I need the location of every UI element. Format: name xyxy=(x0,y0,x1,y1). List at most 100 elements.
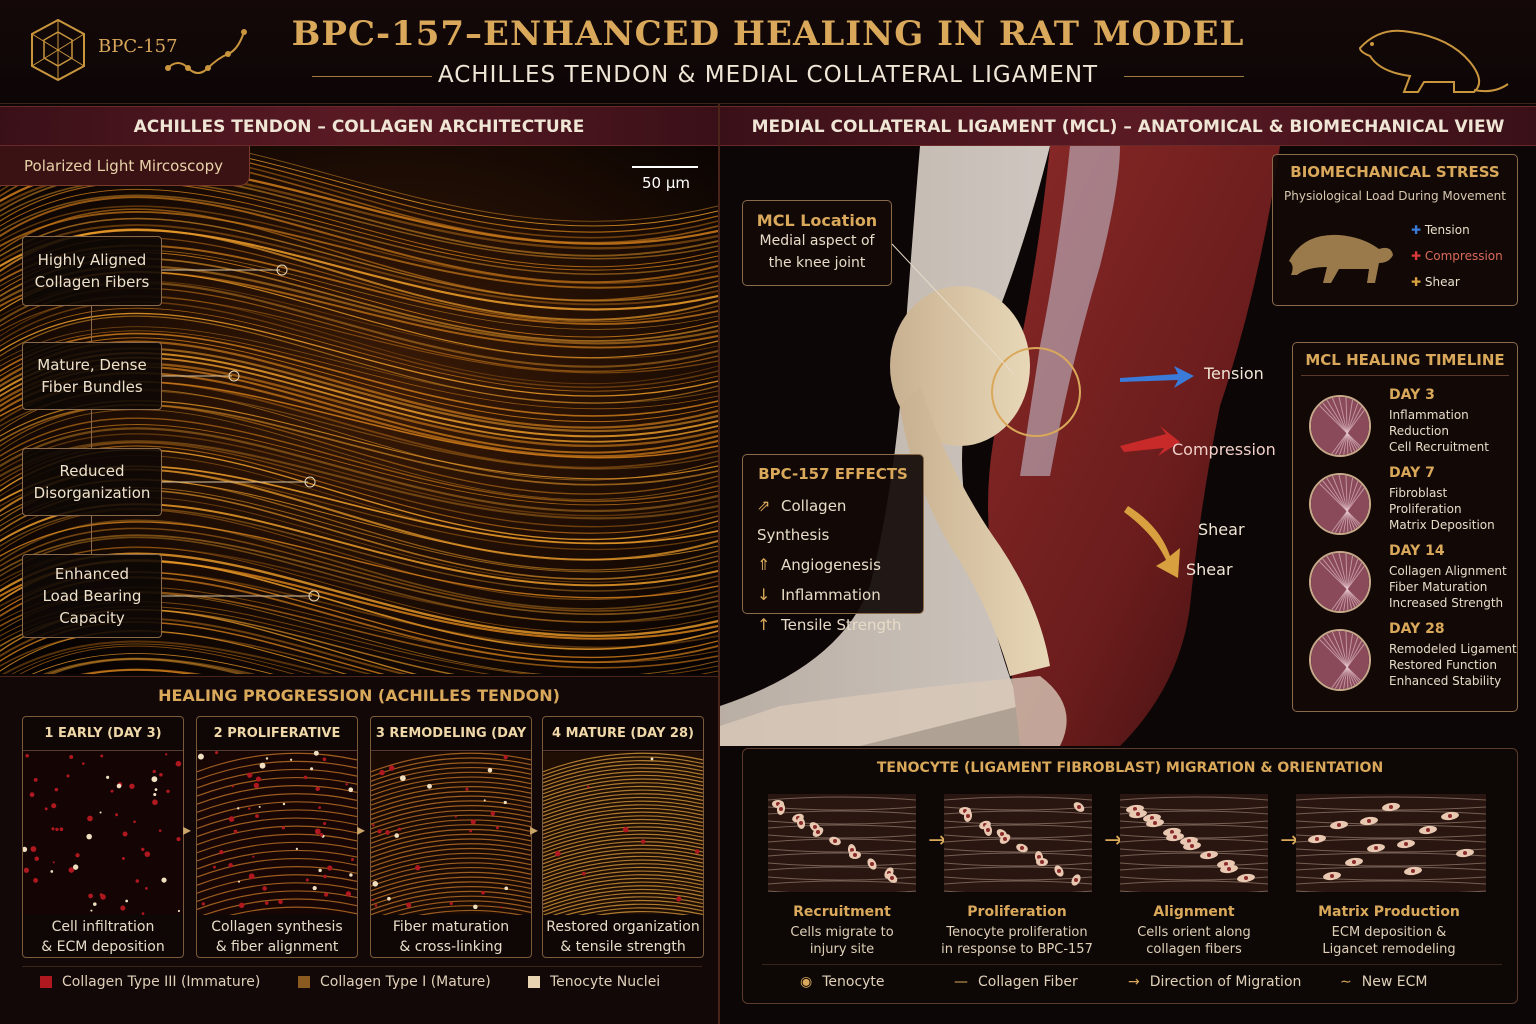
stage-caption: Fiber maturation& cross-linking xyxy=(392,919,510,955)
timeline-day-detail: Inflammation xyxy=(1389,408,1469,422)
stress-title: BIOMECHANICAL STRESS xyxy=(1290,163,1500,181)
stage-arrow-icon: ▸ xyxy=(183,820,192,839)
mcl-location-text: Medial aspect of xyxy=(759,233,875,249)
force-label-compression: Compression xyxy=(1172,440,1276,459)
collagen-icon: ⇗ xyxy=(757,496,771,515)
effect-inflammation: ↓Inflammation xyxy=(757,580,909,610)
timeline-day-detail: Proliferation xyxy=(1389,502,1462,516)
timeline-histology-image xyxy=(1309,473,1371,535)
fiber-line-icon: — xyxy=(954,974,968,990)
microscopy-label: Polarized Light Mircoscopy xyxy=(0,146,250,186)
tenocyte-legend-item: ∼New ECM xyxy=(1340,974,1428,990)
tenocyte-step-description: Ligancet remodeling xyxy=(1322,942,1456,957)
tenocyte-step-description: Tenocyte proliferation xyxy=(946,925,1088,940)
force-label-tension: Tension xyxy=(1204,364,1264,383)
right-panel-title: MEDIAL COLLATERAL LIGAMENT (MCL) – ANATO… xyxy=(720,106,1536,146)
timeline-day-detail: Cell Recruitment xyxy=(1389,440,1489,454)
tenocyte-legend-item: —Collagen Fiber xyxy=(954,974,1078,990)
effect-collagen-synthesis: ⇗Collagen Synthesis xyxy=(757,491,909,550)
callout-link xyxy=(91,410,92,448)
timeline-day-label: DAY 14 xyxy=(1389,543,1445,559)
timeline-day-label: DAY 3 xyxy=(1389,387,1435,403)
stage-mature: 4 MATURE (DAY 28) Restored organization&… xyxy=(542,716,704,958)
bpc157-logo-icon xyxy=(31,18,247,82)
stage-proliferative: 2 PROLIFERATIVE (DAY 7) Collagen synthes… xyxy=(196,716,358,958)
migration-arrow-icon: → xyxy=(1128,974,1140,990)
timeline-histology-image xyxy=(1309,395,1371,457)
legend-swatch xyxy=(528,976,540,988)
force-label-shear: Shear xyxy=(1198,520,1245,539)
logo-text: BPC-157 xyxy=(98,36,178,57)
stage-image xyxy=(197,751,357,915)
page-title: BPC-157–ENHANCED HEALING IN RAT MODEL xyxy=(291,14,1245,54)
rat-silhouette-icon xyxy=(1289,234,1393,283)
legend-collagen-i: Collagen Type I (Mature) xyxy=(298,974,491,990)
effect-angiogenesis: ⇑Angiogenesis xyxy=(757,550,909,580)
mcl-location-text: the knee joint xyxy=(768,255,866,271)
stage-label: 3 REMODELING (DAY 14) xyxy=(371,717,531,775)
tenocyte-title: TENOCYTE (LIGAMENT FIBROBLAST) MIGRATION… xyxy=(876,760,1384,776)
timeline-day-detail: Collagen Alignment xyxy=(1389,564,1507,578)
tenocyte-legend-item: ◉Tenocyte xyxy=(800,974,885,990)
tenocyte-step-name: Matrix Production xyxy=(1318,904,1460,920)
tenocyte-step-description: injury site xyxy=(809,942,875,957)
timeline-title: MCL HEALING TIMELINE xyxy=(1301,351,1509,376)
callout-link xyxy=(91,516,92,554)
down-arrow-icon: ↓ xyxy=(757,585,771,604)
migration-arrow-icon: → xyxy=(1280,828,1299,853)
stage-arrow-icon: ▸ xyxy=(357,820,366,839)
scale-text: 50 µm xyxy=(642,174,691,192)
callout-link xyxy=(91,305,92,343)
effects-title: BPC-157 EFFECTS xyxy=(758,465,908,483)
tenocyte-legend-item: →Direction of Migration xyxy=(1128,974,1302,990)
mcl-location-box: MCL Location Medial aspect of the knee j… xyxy=(742,200,892,286)
stress-legend-compression: ✚ Compression xyxy=(1411,249,1503,263)
compression-arrow-icon: ✚ xyxy=(1411,249,1425,263)
stage-image xyxy=(23,752,183,915)
page-subtitle: ACHILLES TENDON & MEDIAL COLLATERAL LIGA… xyxy=(437,62,1099,88)
timeline-day-label: DAY 28 xyxy=(1389,621,1445,637)
tenocyte-step-image xyxy=(1295,794,1487,895)
up-arrow-icon: ↑ xyxy=(757,615,771,634)
rat-icon xyxy=(1358,29,1509,93)
timeline-day-detail: Increased Strength xyxy=(1389,596,1504,610)
stress-subtitle: Physiological Load During Movement xyxy=(1284,189,1506,203)
timeline-day-detail: Fibroblast xyxy=(1389,486,1448,500)
stress-legend-shear: ✚ Shear xyxy=(1411,275,1460,289)
tenocyte-step-name: Recruitment xyxy=(793,904,891,920)
stage-caption: Collagen synthesis& fiber alignment xyxy=(211,919,343,955)
legend-tenocyte-nuclei: Tenocyte Nuclei xyxy=(528,974,660,990)
collagen-legend xyxy=(22,966,702,1002)
tenocyte-step-description: Cells migrate to xyxy=(790,925,894,940)
stage-label: 2 PROLIFERATIVE (DAY 7) xyxy=(197,717,357,775)
stress-legend-tension: ✚ Tension xyxy=(1411,223,1470,237)
tenocyte-step-description: in response to BPC-157 xyxy=(941,942,1093,957)
tenocyte-step-image xyxy=(943,794,1093,895)
timeline-day-detail: Reduction xyxy=(1389,424,1449,438)
legend-collagen-iii: Collagen Type III (Immature) xyxy=(40,974,260,990)
biomechanical-stress-box: BIOMECHANICAL STRESS Physiological Load … xyxy=(1272,154,1518,306)
angiogenesis-icon: ⇑ xyxy=(757,555,771,574)
subtitle-rule-right xyxy=(1124,76,1244,77)
tenocyte-step-image xyxy=(1119,794,1269,895)
timeline-day-detail: Matrix Deposition xyxy=(1389,518,1495,532)
tenocyte-step-image xyxy=(767,794,917,895)
stage-caption: Restored organization& tensile strength xyxy=(546,919,700,955)
migration-arrow-icon: → xyxy=(1104,828,1123,853)
panel-divider xyxy=(718,104,720,1024)
stage-image xyxy=(371,752,531,915)
callout-leader-lines xyxy=(162,264,320,602)
timeline-histology-image xyxy=(1309,629,1371,691)
shear-arrow-icon: ✚ xyxy=(1411,275,1425,289)
stage-label: 1 EARLY (DAY 3) xyxy=(23,717,183,751)
tenocyte-step-name: Alignment xyxy=(1153,904,1235,920)
legend-swatch xyxy=(40,976,52,988)
tenocyte-icon: ◉ xyxy=(800,974,813,990)
bpc157-effects-box: BPC-157 EFFECTS ⇗Collagen Synthesis ⇑Ang… xyxy=(742,454,924,634)
tenocyte-step-description: ECM deposition & xyxy=(1331,925,1447,940)
effect-tensile-strength: ↑Tensile Strength xyxy=(757,610,909,640)
